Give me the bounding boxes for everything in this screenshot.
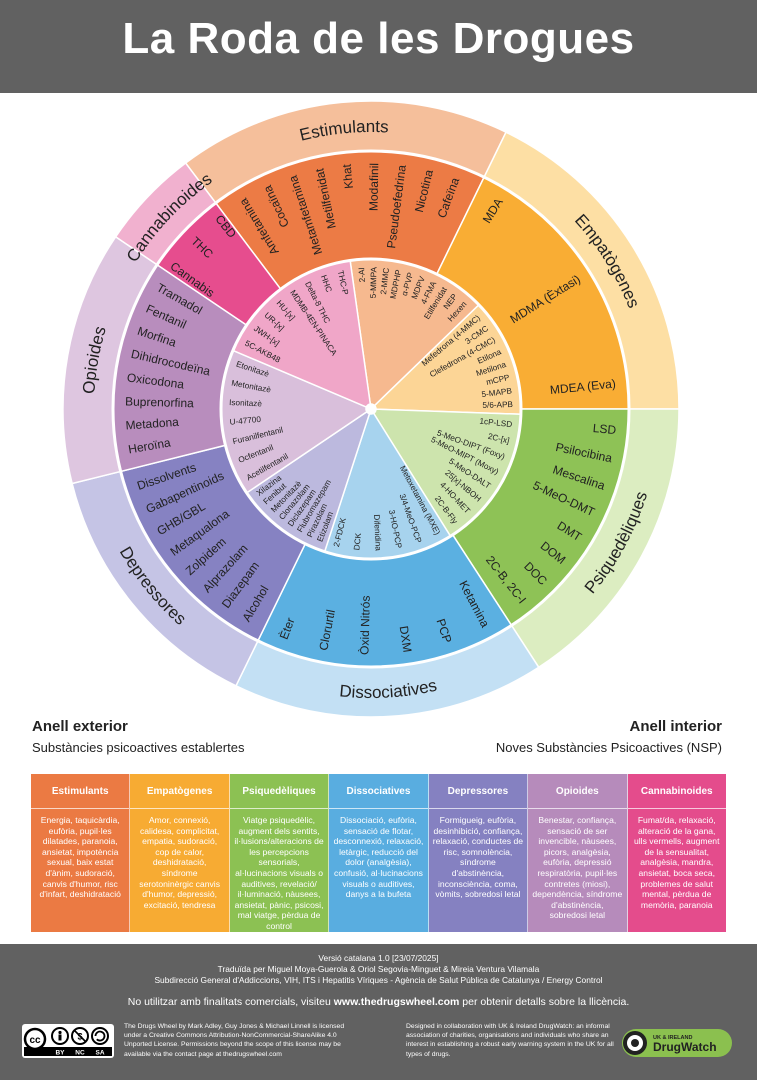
outer-drug-label: Òxid Nitrós (356, 595, 372, 655)
legend-heading: Opioides (528, 774, 627, 809)
legend-heading: Empatògenes (130, 774, 229, 809)
drugwatch-text: Designed in collaboration with UK & Irel… (406, 1023, 614, 1058)
inner-ring-title: Anell interior (629, 718, 722, 735)
inner-drug-label: Difenidina (372, 514, 383, 551)
svg-text:DrugWatch: DrugWatch (653, 1040, 717, 1054)
footer-credits: Versió catalana 1.0 [23/07/2025] Traduïd… (0, 953, 757, 986)
license-text: The Drugs Wheel by Mark Adley, Guy Jones… (124, 1023, 345, 1058)
inner-drug-label: DCK (352, 532, 363, 551)
footer: Versió catalana 1.0 [23/07/2025] Traduïd… (0, 944, 757, 1080)
license-notice: No utilitzar amb finalitats comercials, … (127, 996, 630, 1008)
outer-drug-label: Buprenorfina (125, 394, 194, 410)
translator-text: Traduïda per Miguel Moya-Guerola & Oriol… (217, 964, 540, 974)
svg-text:BY: BY (55, 1050, 65, 1057)
outer-drug-label: Khat (340, 163, 356, 190)
inner-drug-label: U-47700 (229, 415, 262, 427)
legend-effects: Benestar, confiança, sensació de ser inv… (532, 815, 623, 921)
outer-drug-label: Modafinil (366, 163, 381, 211)
legend-heading: Estimulants (31, 774, 130, 809)
inner-drug-label: Isonitazè (229, 398, 263, 408)
inner-drug-label: 5/6-APB (482, 400, 513, 410)
header-bar: La Roda de les Drogues (0, 0, 757, 93)
outer-drug-label: Metadona (125, 415, 180, 433)
legend-effects: Viatge psiquedèlic, augment dels sentits… (234, 815, 324, 931)
outer-ring-subtitle: Substàncies psicoactives establertes (32, 740, 245, 755)
inner-ring-subtitle: Noves Substàncies Psicoactives (NSP) (495, 740, 722, 755)
legend-heading: Depressores (428, 774, 528, 809)
inner-drug-label: 5-MMPA (369, 266, 379, 298)
inner-drug-label: 2-MMC (379, 267, 391, 295)
svg-text:SA: SA (95, 1050, 104, 1057)
inner-drug-label: 2-AI (357, 267, 367, 283)
legend-effects: Energia, taquicàrdia, eufòria, pupil·les… (39, 815, 121, 900)
outer-drug-label: LSD (592, 421, 617, 437)
legend-effects: Fumat/da, relaxació, alteració de la gan… (633, 815, 720, 910)
legend-heading: Cannabinoides (627, 774, 726, 809)
svg-text:UK & IRELAND: UK & IRELAND (653, 1035, 692, 1041)
ring-divider (111, 149, 631, 669)
inner-drug-label: 1cP-LSD (479, 417, 513, 430)
drugwatch-logo: UK & IRELAND DrugWatch (622, 1029, 732, 1057)
outer-drug-label: Èter (276, 615, 298, 641)
outer-ring-title: Anell exterior (32, 718, 128, 735)
svg-text:NC: NC (75, 1050, 85, 1057)
legend-effects: Dissociació, eufòria, sensació de flotar… (333, 815, 424, 900)
website-link[interactable]: www.thedrugswheel.com (333, 996, 460, 1008)
outer-drug-label: MDEA (Eva) (549, 377, 616, 398)
page-title: La Roda de les Drogues (122, 14, 635, 63)
version-text: Versió catalana 1.0 [23/07/2025] (318, 953, 439, 963)
legend-heading: Dissociatives (329, 774, 428, 809)
ring-divider (219, 257, 523, 561)
legend-effects: Formigueig, eufòria, desinhibició, confi… (432, 815, 524, 900)
legend-heading: Psiquedèliques (229, 774, 329, 809)
drugs-wheel: EstimulantsEmpatògenesPsiquedèliquesDiss… (62, 100, 680, 718)
cc-license-badge: cc $ BY NC SA (22, 1024, 114, 1058)
legend-effects: Amor, connexió, calidesa, complicitat, e… (139, 815, 220, 910)
svg-text:cc: cc (29, 1035, 41, 1046)
subdirectorate-text: Subdirecció General d'Addiccions, VIH, I… (154, 975, 603, 985)
outer-drug-label: DXM (397, 625, 415, 653)
inner-drug-label: 5-MAPB (481, 386, 513, 399)
